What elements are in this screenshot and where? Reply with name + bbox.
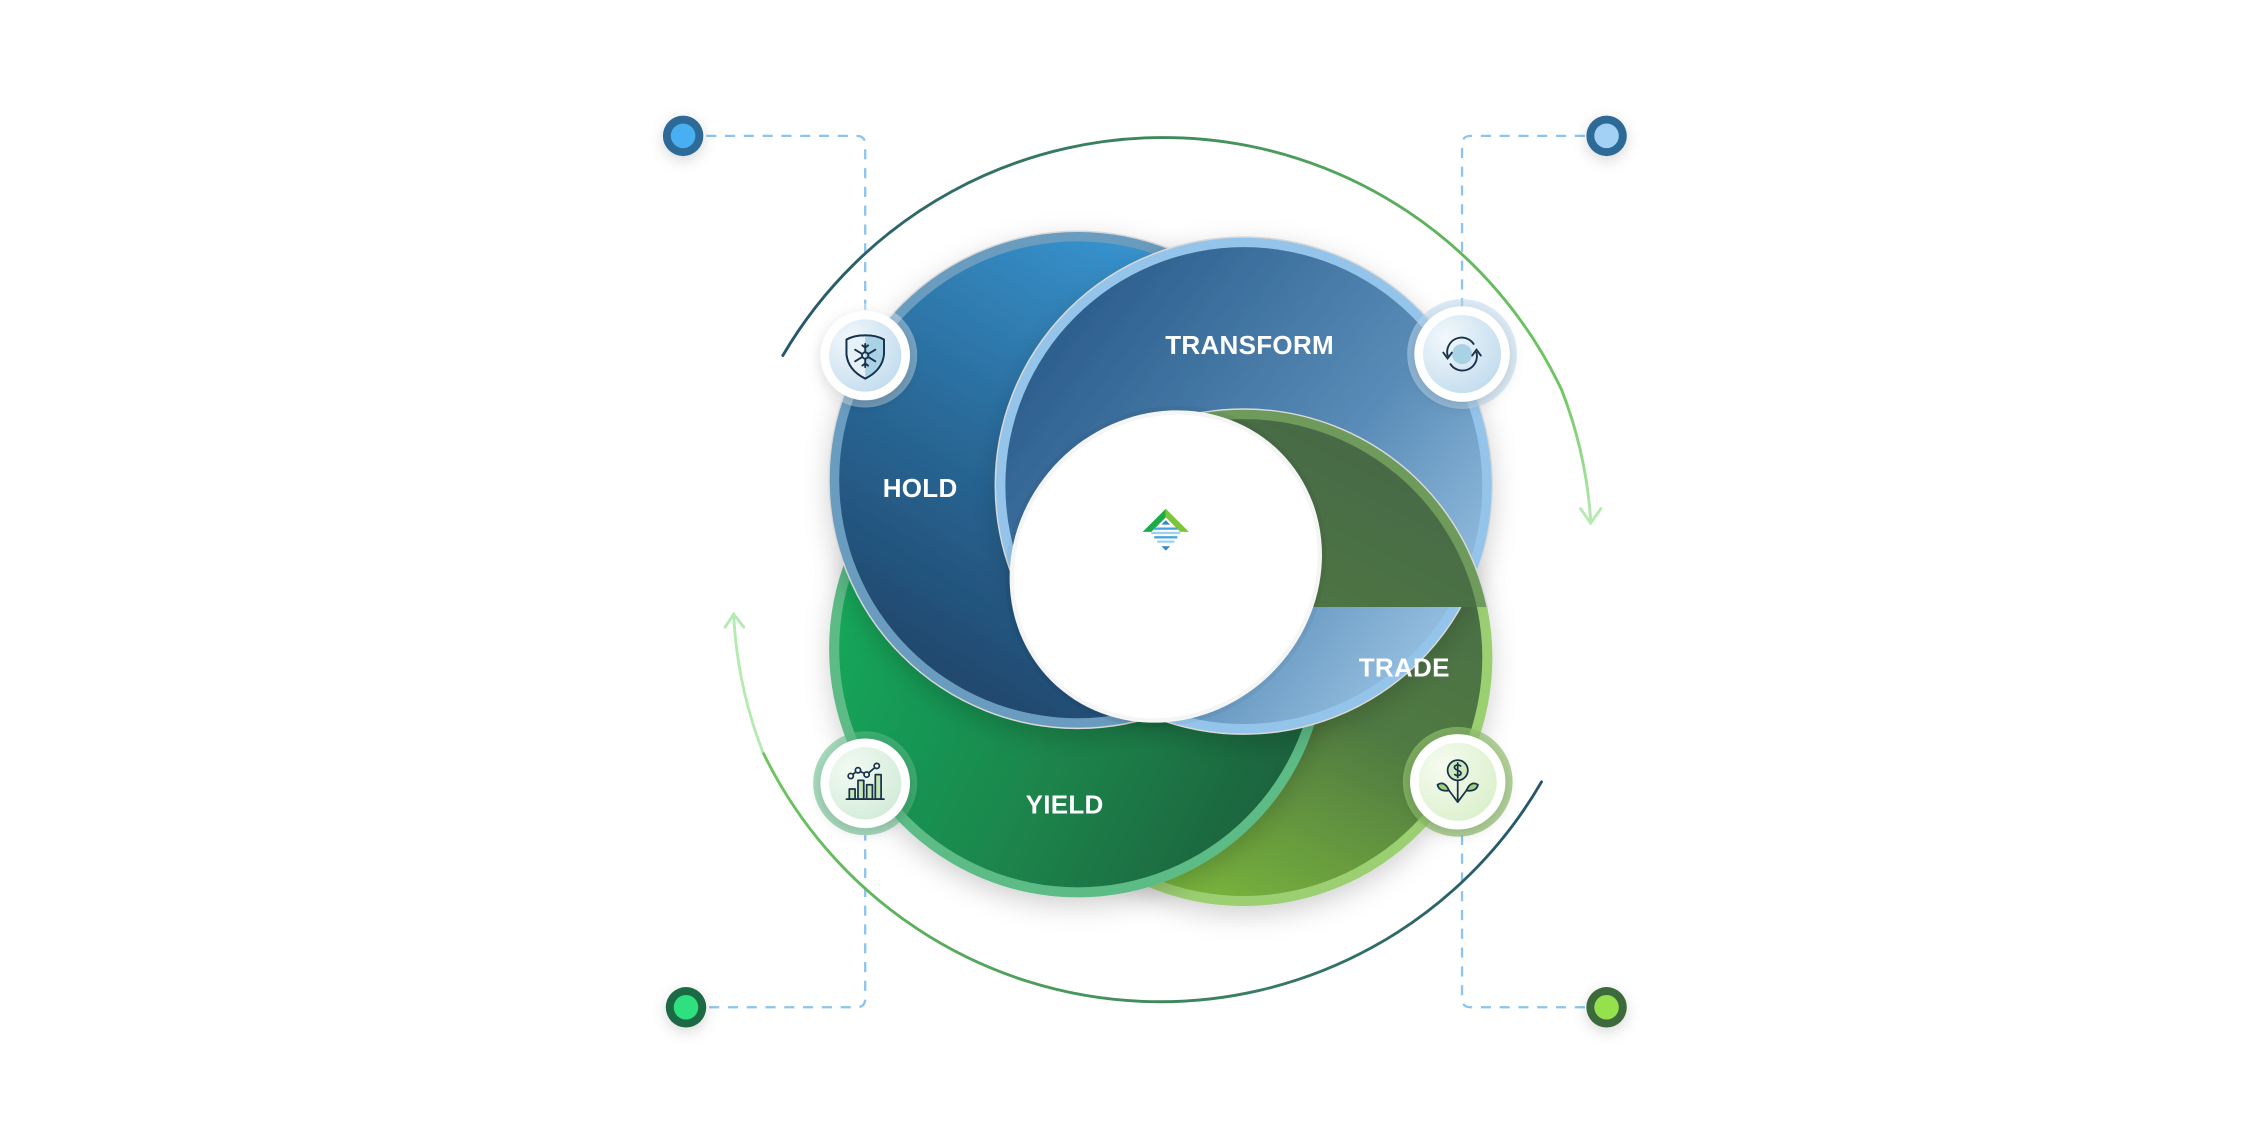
label-trade: TRADE <box>1359 652 1450 682</box>
marker-transform[interactable] <box>1586 115 1627 157</box>
flow-arrow-down-icon <box>1579 507 1603 526</box>
label-transform: TRANSFORM <box>1165 330 1334 360</box>
flow-arc-top-tail <box>1560 388 1593 522</box>
shield-snowflake-icon <box>845 334 885 380</box>
rings <box>828 230 1494 907</box>
center-logo <box>1142 508 1189 551</box>
label-hold: HOLD <box>883 473 958 503</box>
flow-arc-top <box>781 136 1564 392</box>
money-plant-icon <box>1436 759 1479 803</box>
connector-transform <box>1460 134 1585 307</box>
connector-hold <box>706 134 867 311</box>
marker-hold[interactable] <box>662 115 704 157</box>
badge-transform[interactable] <box>1407 299 1517 409</box>
connector-lines <box>706 134 1585 1009</box>
flow-arc-bottom-tail <box>732 614 765 753</box>
connector-trade <box>1460 835 1585 1009</box>
label-yield: YIELD <box>1026 790 1104 820</box>
flow-arrow-up-icon <box>723 611 746 629</box>
badge-hold[interactable] <box>813 303 918 408</box>
segment-trade-overlap <box>1161 408 1488 607</box>
badge-trade[interactable] <box>1402 726 1513 837</box>
marker-yield[interactable] <box>665 987 707 1028</box>
flow-arcs <box>723 136 1603 1004</box>
growth-chart-icon <box>845 762 885 801</box>
connector-yield <box>709 835 867 1009</box>
badge-yield[interactable] <box>813 731 918 836</box>
marker-trade[interactable] <box>1586 987 1627 1028</box>
refresh-cycle-icon <box>1442 336 1482 372</box>
flow-arc-bottom <box>761 750 1543 1004</box>
